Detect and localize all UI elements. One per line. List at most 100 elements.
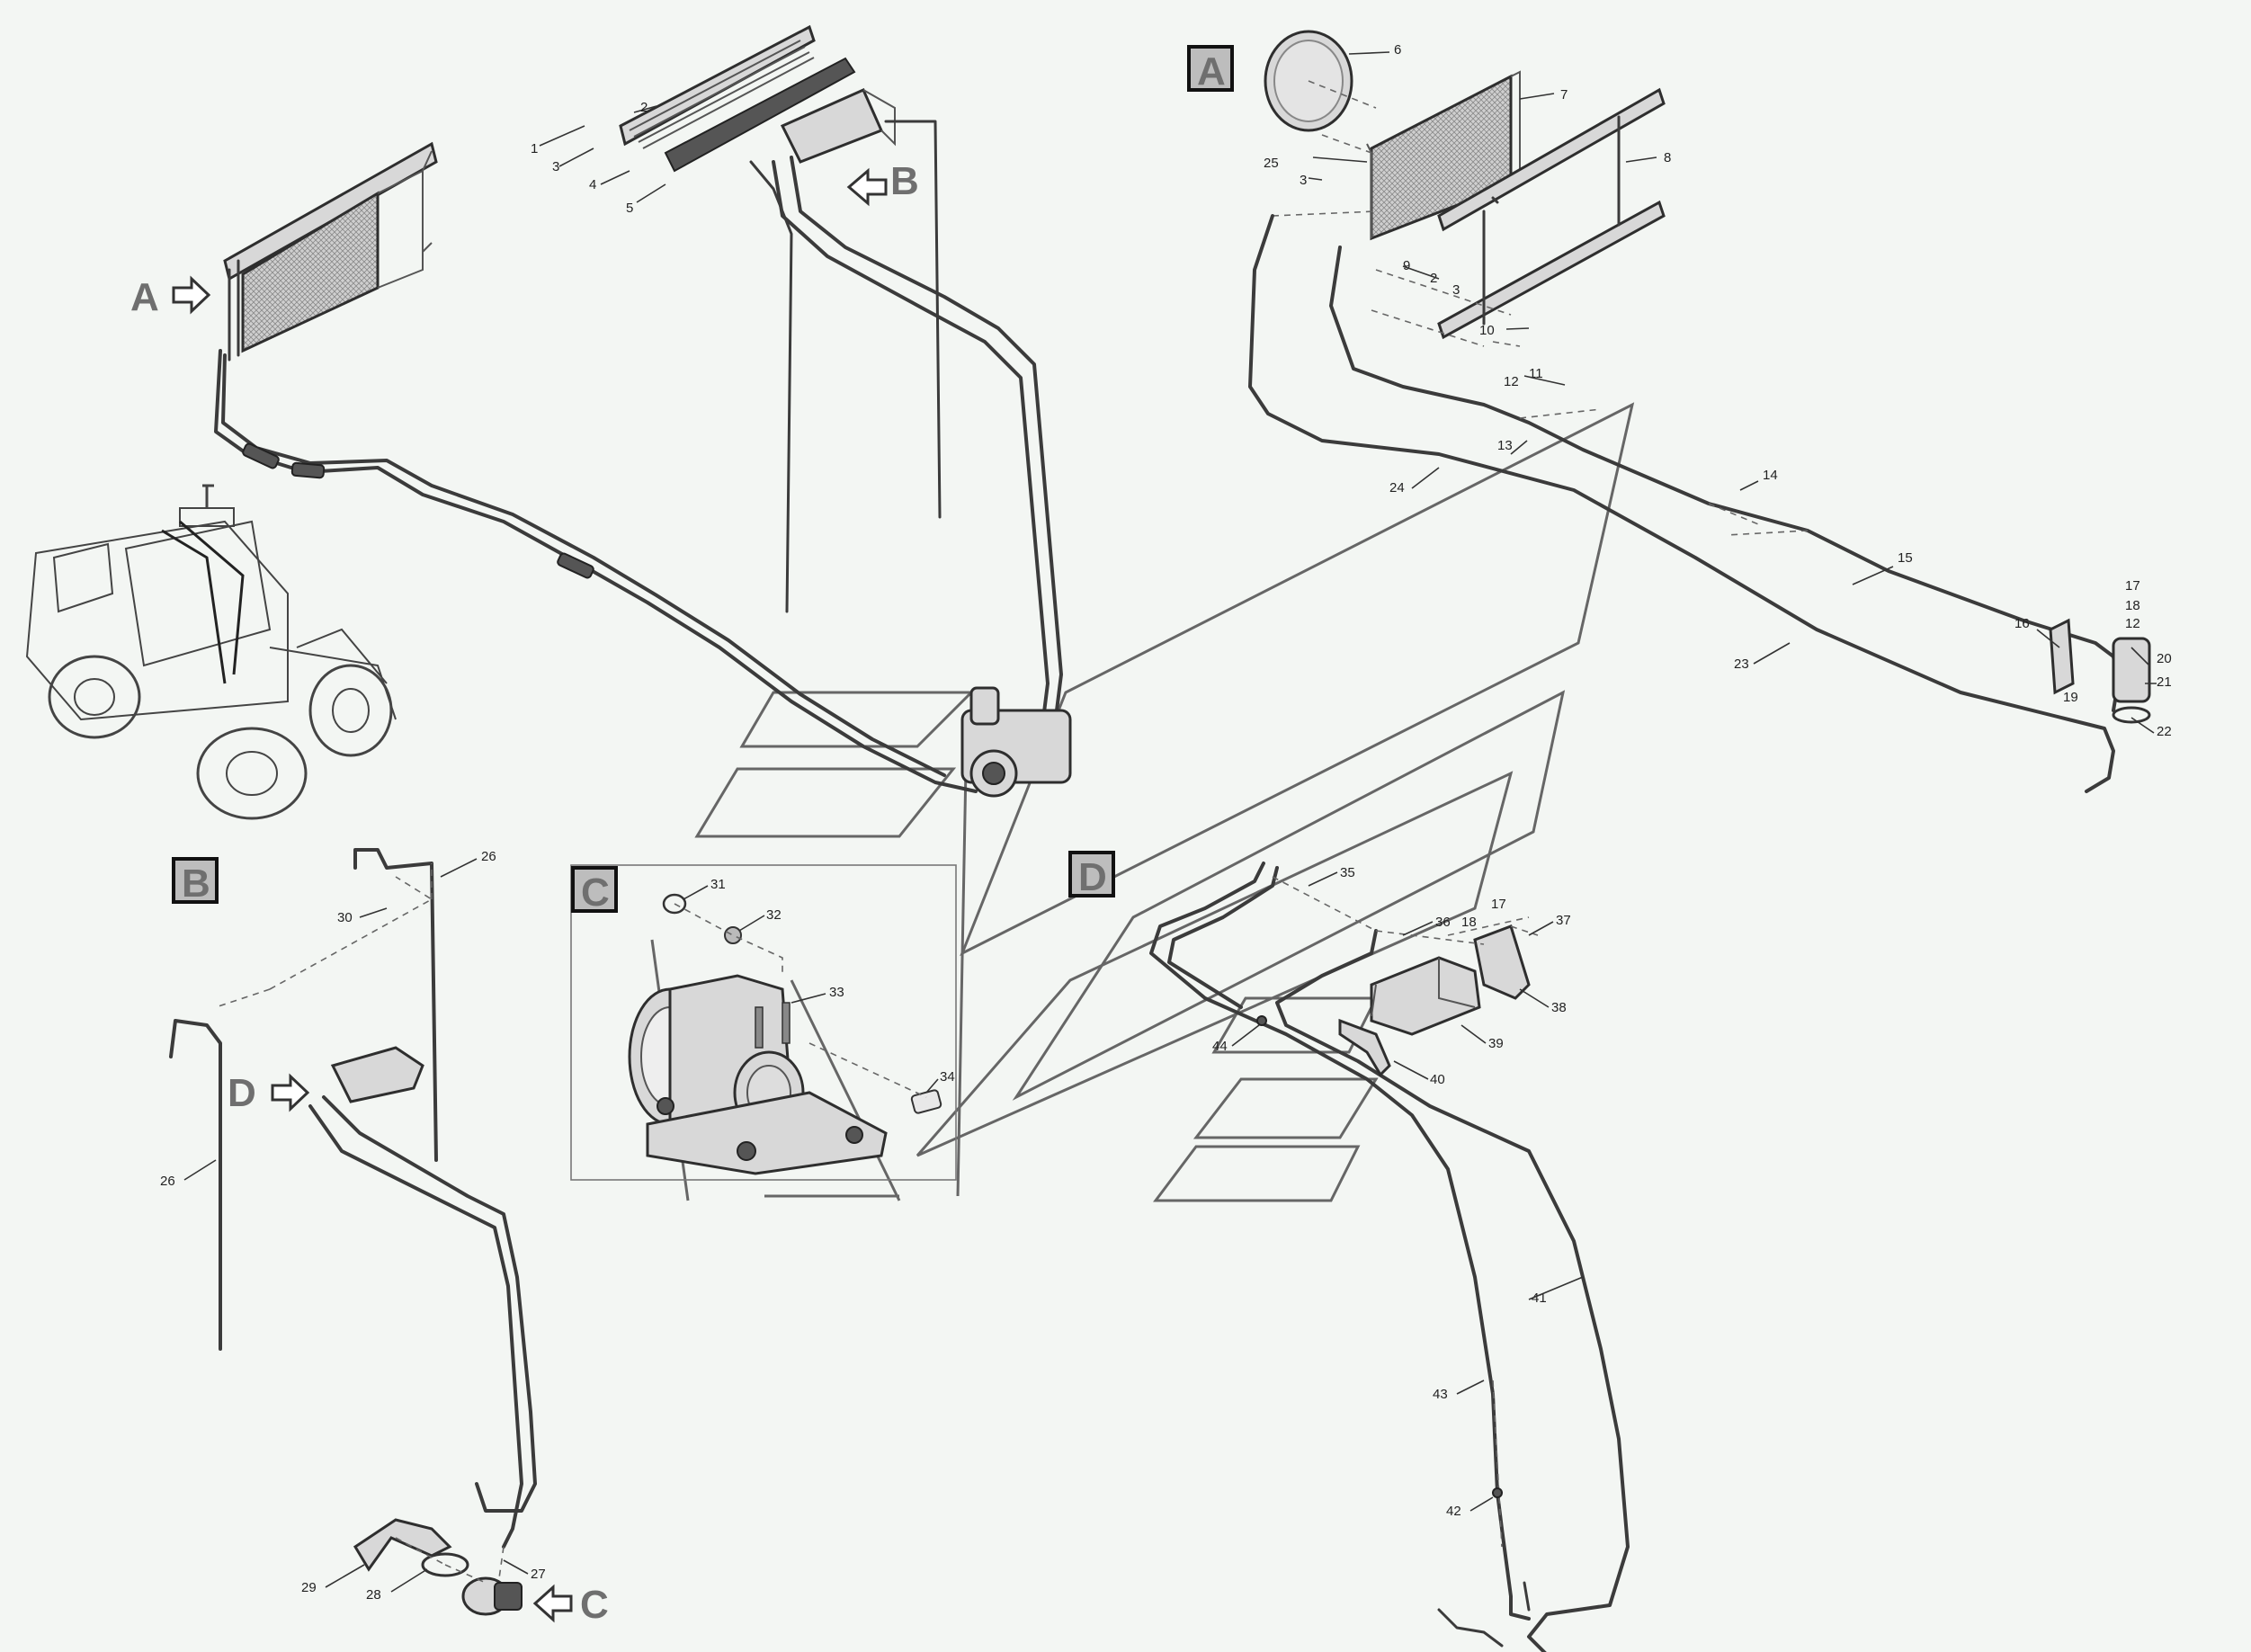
radiator-side-bracket	[377, 150, 433, 289]
part-number-label: 36	[1435, 915, 1451, 930]
compressor-large-icon	[628, 974, 888, 1175]
callout-slat-4	[1192, 1077, 1379, 1139]
part-number-label: 27	[531, 1567, 546, 1582]
receiver-drier-icon	[2112, 637, 2151, 703]
pipe-run-41	[1275, 929, 1630, 1652]
part-number-label: 40	[1430, 1072, 1445, 1087]
arrow-B-marker: B	[846, 159, 919, 207]
part-number-label: 26	[160, 1174, 175, 1189]
part-number-label: 21	[2157, 674, 2172, 690]
clip-44	[1256, 1015, 1267, 1026]
part-number-label: 8	[1664, 150, 1671, 165]
part-number-labels: 1 2 3 4 5 6 7 8 25 3 9 2 3 10 11 12 13 2…	[160, 42, 2172, 1603]
frame-rail-lower	[1437, 200, 1666, 340]
main-assembly	[214, 24, 1072, 798]
view-label-A-box: A	[1187, 45, 1234, 94]
arrow-D-marker: D	[228, 1071, 310, 1115]
part-number-label: 12	[2125, 616, 2140, 631]
view-arrow-icon	[532, 1584, 573, 1623]
view-letter: B	[890, 159, 919, 203]
part-number-label: 37	[1556, 913, 1571, 928]
part-number-label: 22	[2157, 724, 2172, 739]
view-D-assembly	[1149, 862, 1630, 1652]
part-number-label: 43	[1433, 1387, 1448, 1402]
part-number-label: 42	[1446, 1504, 1461, 1519]
clip-42	[1492, 1487, 1503, 1498]
pipe-run-43	[1149, 862, 1531, 1621]
pipe-26-left	[169, 1019, 222, 1351]
part-number-label: 19	[2063, 690, 2078, 705]
frame-top-rail	[223, 141, 438, 281]
part-number-label: 33	[829, 985, 844, 1000]
part-number-label: 13	[1497, 438, 1513, 453]
bracket-16	[2049, 618, 2075, 695]
detail-frame-C	[570, 864, 957, 1181]
callout-slat-1	[739, 691, 975, 748]
part-number-label: 17	[2125, 578, 2140, 594]
radiator-tube	[228, 259, 240, 362]
part-number-label: 1	[531, 141, 538, 156]
view-C-detail	[570, 864, 957, 1181]
pipe-run-23	[1248, 214, 2115, 793]
clamp-22	[2112, 706, 2151, 724]
view-label-B-box: B	[172, 857, 219, 906]
pipe-sleeve-1	[242, 442, 280, 469]
tractor-icon	[25, 484, 397, 820]
bracket-40	[1338, 1018, 1391, 1077]
arrow-A-marker: A	[130, 275, 211, 319]
part-number-label: 15	[1898, 550, 1913, 566]
callout-slat-2	[694, 767, 957, 838]
roof-drain-pipe-right	[884, 120, 942, 519]
part-number-label: 34	[940, 1069, 955, 1085]
view-A-assembly	[1248, 30, 2151, 793]
frame-rail-upper	[1437, 87, 1666, 232]
part-number-label: 14	[1763, 468, 1778, 483]
callout-slat-3	[1211, 996, 1379, 1054]
pipe-sleeve-3	[557, 552, 594, 579]
part-number-label: 30	[337, 910, 353, 925]
view-arrow-icon	[846, 167, 888, 207]
roof-drain-pipe-left	[749, 160, 793, 613]
clamp-28	[421, 1552, 469, 1577]
callout-frame-D	[1012, 690, 1566, 1101]
part-number-label: 26	[481, 849, 496, 864]
pipe-run-B-1	[322, 1095, 537, 1513]
part-number-label: 29	[301, 1580, 317, 1595]
callout-slat-5	[1153, 1145, 1361, 1202]
part-number-label: 18	[2125, 598, 2140, 613]
part-number-label: 2	[1430, 271, 1437, 286]
compressor-icon	[960, 686, 1072, 798]
pipe-end-42	[1437, 1608, 1504, 1648]
part-number-label: 24	[1389, 480, 1405, 496]
part-number-label: 23	[1734, 656, 1749, 672]
part-number-label: 16	[2014, 616, 2030, 631]
part-number-label: 32	[766, 907, 782, 923]
view-letter: C	[581, 871, 610, 915]
part-number-label: 9	[1403, 258, 1410, 273]
bracket-29	[353, 1518, 452, 1572]
view-letter: D	[228, 1071, 256, 1115]
part-number-label: 3	[1452, 282, 1460, 298]
part-number-label: 7	[1560, 87, 1568, 103]
evaporator-icon	[330, 1046, 424, 1103]
pipe-run-35	[1167, 866, 1279, 1009]
o-ring-31	[662, 893, 687, 915]
evaporator-D-icon	[1370, 956, 1481, 1036]
compressor-C-small-icon	[461, 1576, 523, 1616]
part-number-label: 28	[366, 1587, 381, 1603]
part-number-label: 44	[1212, 1039, 1228, 1054]
view-letter: A	[130, 275, 159, 319]
part-number-label: 20	[2157, 651, 2172, 666]
callout-frame-C	[916, 771, 1514, 1157]
view-letter: D	[1078, 855, 1107, 899]
roof-filter	[664, 57, 856, 173]
view-arrow-icon	[172, 275, 211, 315]
view-letter: B	[182, 862, 210, 906]
roof-grille-slots	[629, 40, 815, 149]
callout-edge-C	[956, 719, 969, 1197]
arrow-C-marker: C	[532, 1583, 609, 1627]
pipe-sleeve-2	[290, 461, 326, 479]
pipe-run-B-2	[308, 1104, 523, 1549]
